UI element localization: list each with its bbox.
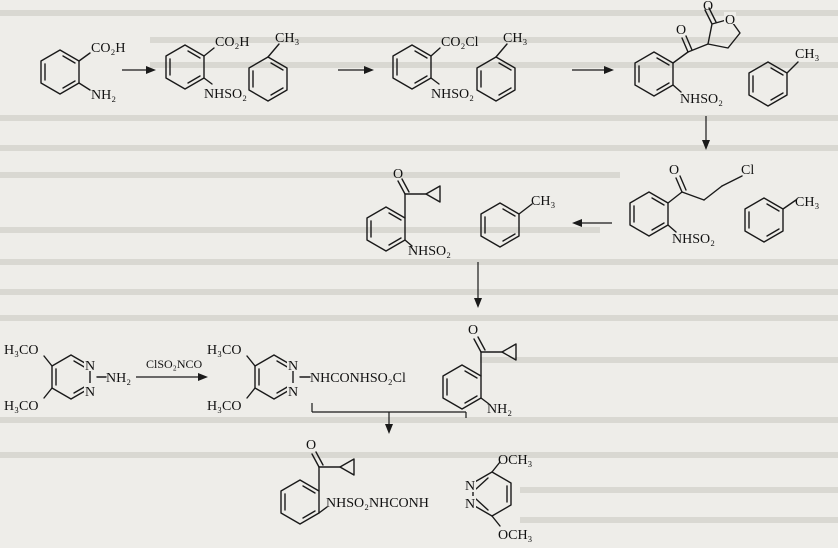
molecule-anthranilic-acid: CO₂H NH₂ (40, 41, 125, 103)
label-nhso2: NHSO₂ (672, 232, 715, 247)
label-och3: OCH₃ (498, 453, 533, 468)
label-ch3: CH₃ (503, 31, 527, 46)
arrow-step-4 (702, 116, 710, 150)
label-product-chain: NHSO₂NHCONH (326, 496, 429, 511)
label-ring-n: N (288, 385, 298, 400)
label-ketone-o: O (669, 163, 679, 178)
molecule-aminophenyl-cyclopropyl-ketone: O NH₂ (442, 323, 517, 417)
label-ch3: CH₃ (795, 195, 819, 210)
molecule-aminodimethoxypyrimidine: N N NH₂ H₃CO H₃CO (4, 343, 131, 414)
arrow-step-2 (338, 66, 374, 74)
molecule-acid-chloride: CO₂Cl NHSO₂ CH₃ (392, 31, 527, 102)
label-ch3: CH₃ (531, 194, 555, 209)
label-ch3: CH₃ (275, 31, 299, 46)
label-nhso2: NHSO₂ (431, 87, 474, 102)
label-och3: OCH₃ (498, 528, 533, 543)
label-ketone-o: O (306, 438, 316, 453)
label-ring-n: N (288, 359, 298, 374)
label-ring-n: N (85, 385, 95, 400)
molecule-final-product: O NHSO₂NHCONH N N OCH₃ OCH₃ (280, 438, 533, 543)
label-cocl: CO₂Cl (441, 35, 479, 50)
molecule-pyrimidinyl-sulfonyl-chloride: N N NHCONHSO₂Cl H₃CO H₃CO (207, 343, 406, 414)
arrow-step-8 (311, 403, 467, 434)
molecule-chlorobutanone: O Cl NHSO₂ CH₃ (629, 163, 819, 247)
arrow-step-6 (474, 262, 482, 308)
label-nhso2: NHSO₂ (680, 92, 723, 107)
label-h3co: H₃CO (207, 343, 241, 358)
label-ring-n: N (85, 359, 95, 374)
molecule-tosyl-anthranilic-acid: CO₂H NHSO₂ CH₃ (165, 31, 299, 102)
label-nh2: NH₂ (106, 371, 131, 386)
arrow-step-3 (572, 66, 614, 74)
background-text-lines (0, 10, 838, 523)
label-sulfonylurea: NHCONHSO₂Cl (310, 371, 406, 386)
label-h3co: H₃CO (4, 343, 38, 358)
label-ch3: CH₃ (795, 47, 819, 62)
label-lactone-o: O (703, 0, 713, 14)
label-h3co: H₃CO (4, 399, 38, 414)
arrow-step-1 (122, 66, 156, 74)
label-ring-n: N (465, 479, 475, 494)
label-nh2: NH₂ (487, 402, 512, 417)
arrow-step-5 (572, 219, 612, 227)
label-nhso2: NHSO₂ (204, 87, 247, 102)
label-nhso2: NHSO₂ (408, 244, 451, 259)
label-ketone-o: O (676, 23, 686, 38)
label-h3co: H₃CO (207, 399, 241, 414)
label-nh2: NH₂ (91, 88, 116, 103)
label-cl: Cl (741, 163, 754, 178)
label-ketone-o: O (468, 323, 478, 338)
molecule-lactone-ketone: O O O NHSO₂ CH₃ (634, 0, 819, 107)
label-co2h: CO₂H (215, 35, 249, 50)
label-co2h: CO₂H (91, 41, 125, 56)
reagent-cso2nco: ClSO₂NCO (146, 357, 203, 371)
label-ring-o: O (725, 13, 735, 28)
label-ketone-o: O (393, 167, 403, 182)
arrow-step-7: ClSO₂NCO (136, 357, 208, 381)
molecule-cyclopropyl-ketone-tosyl: O NHSO₂ CH₃ (366, 167, 555, 259)
label-ring-n: N (465, 497, 475, 512)
